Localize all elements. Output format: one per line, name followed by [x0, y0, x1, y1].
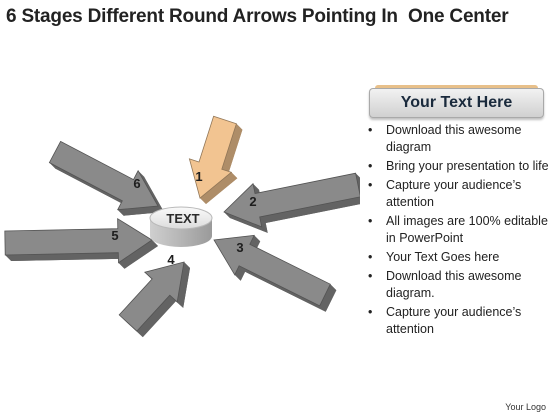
logo: Your Logo: [505, 402, 546, 412]
arrow-1-side: [200, 172, 238, 204]
arrow-5-face: [4, 217, 153, 264]
arrow-1-face: [188, 115, 237, 199]
arrow-2-side: [259, 217, 268, 233]
arrow-4: 4: [118, 252, 190, 338]
bullet-item: Download this awesome diagram.: [366, 268, 552, 302]
center-hub: TEXT: [149, 206, 213, 247]
arrow-2-side: [224, 212, 268, 233]
arrow-6: 6: [48, 140, 164, 216]
arrow-6-number: 6: [133, 176, 140, 191]
arrow-5-side: [118, 240, 158, 269]
arrow-1: 1: [188, 115, 243, 204]
arrows-layer: 1 2 3 4 5 6: [4, 115, 360, 338]
bullet-item: All images are 100% editable in PowerPoi…: [366, 213, 552, 247]
arrow-3-number: 3: [236, 240, 243, 255]
arrow-4-side: [136, 295, 176, 338]
arrow-5-number: 5: [111, 228, 118, 243]
arrow-3-face: [213, 234, 331, 307]
arrow-6-side: [117, 206, 164, 216]
arrow-4-number: 4: [167, 252, 175, 267]
arrow-2-side: [259, 196, 360, 223]
bullet-list: Download this awesome diagram Bring your…: [366, 122, 552, 340]
arrow-2: 2: [223, 172, 360, 233]
panel-header: Your Text Here: [369, 85, 544, 118]
arrow-6-face: [48, 140, 159, 211]
arrow-3-side: [319, 284, 337, 312]
arrow-4-side: [177, 262, 190, 308]
center-label: TEXT: [166, 211, 199, 226]
arrow-2-face: [223, 172, 360, 228]
bullet-item: Capture your audience’s attention: [366, 177, 552, 211]
arrows-diagram: 1 2 3 4 5 6 TEXT: [4, 115, 360, 338]
bullet-item: Your Text Goes here: [366, 249, 552, 266]
bullet-item: Capture your audience’s attention: [366, 304, 552, 338]
arrow-2-number: 2: [249, 194, 256, 209]
arrow-3: 3: [213, 234, 337, 312]
arrow-6-side: [49, 162, 129, 207]
bullet-item: Download this awesome diagram: [366, 122, 552, 156]
page-title: 6 Stages Different Round Arrows Pointing…: [6, 6, 509, 27]
arrow-4-face: [118, 261, 185, 332]
arrow-1-number: 1: [195, 169, 202, 184]
arrow-3-side: [239, 265, 326, 312]
arrow-5: 5: [4, 217, 158, 269]
arrow-6-side: [138, 170, 164, 212]
arrow-1-side: [221, 123, 243, 176]
bullet-item: Bring your presentation to life: [366, 158, 552, 175]
